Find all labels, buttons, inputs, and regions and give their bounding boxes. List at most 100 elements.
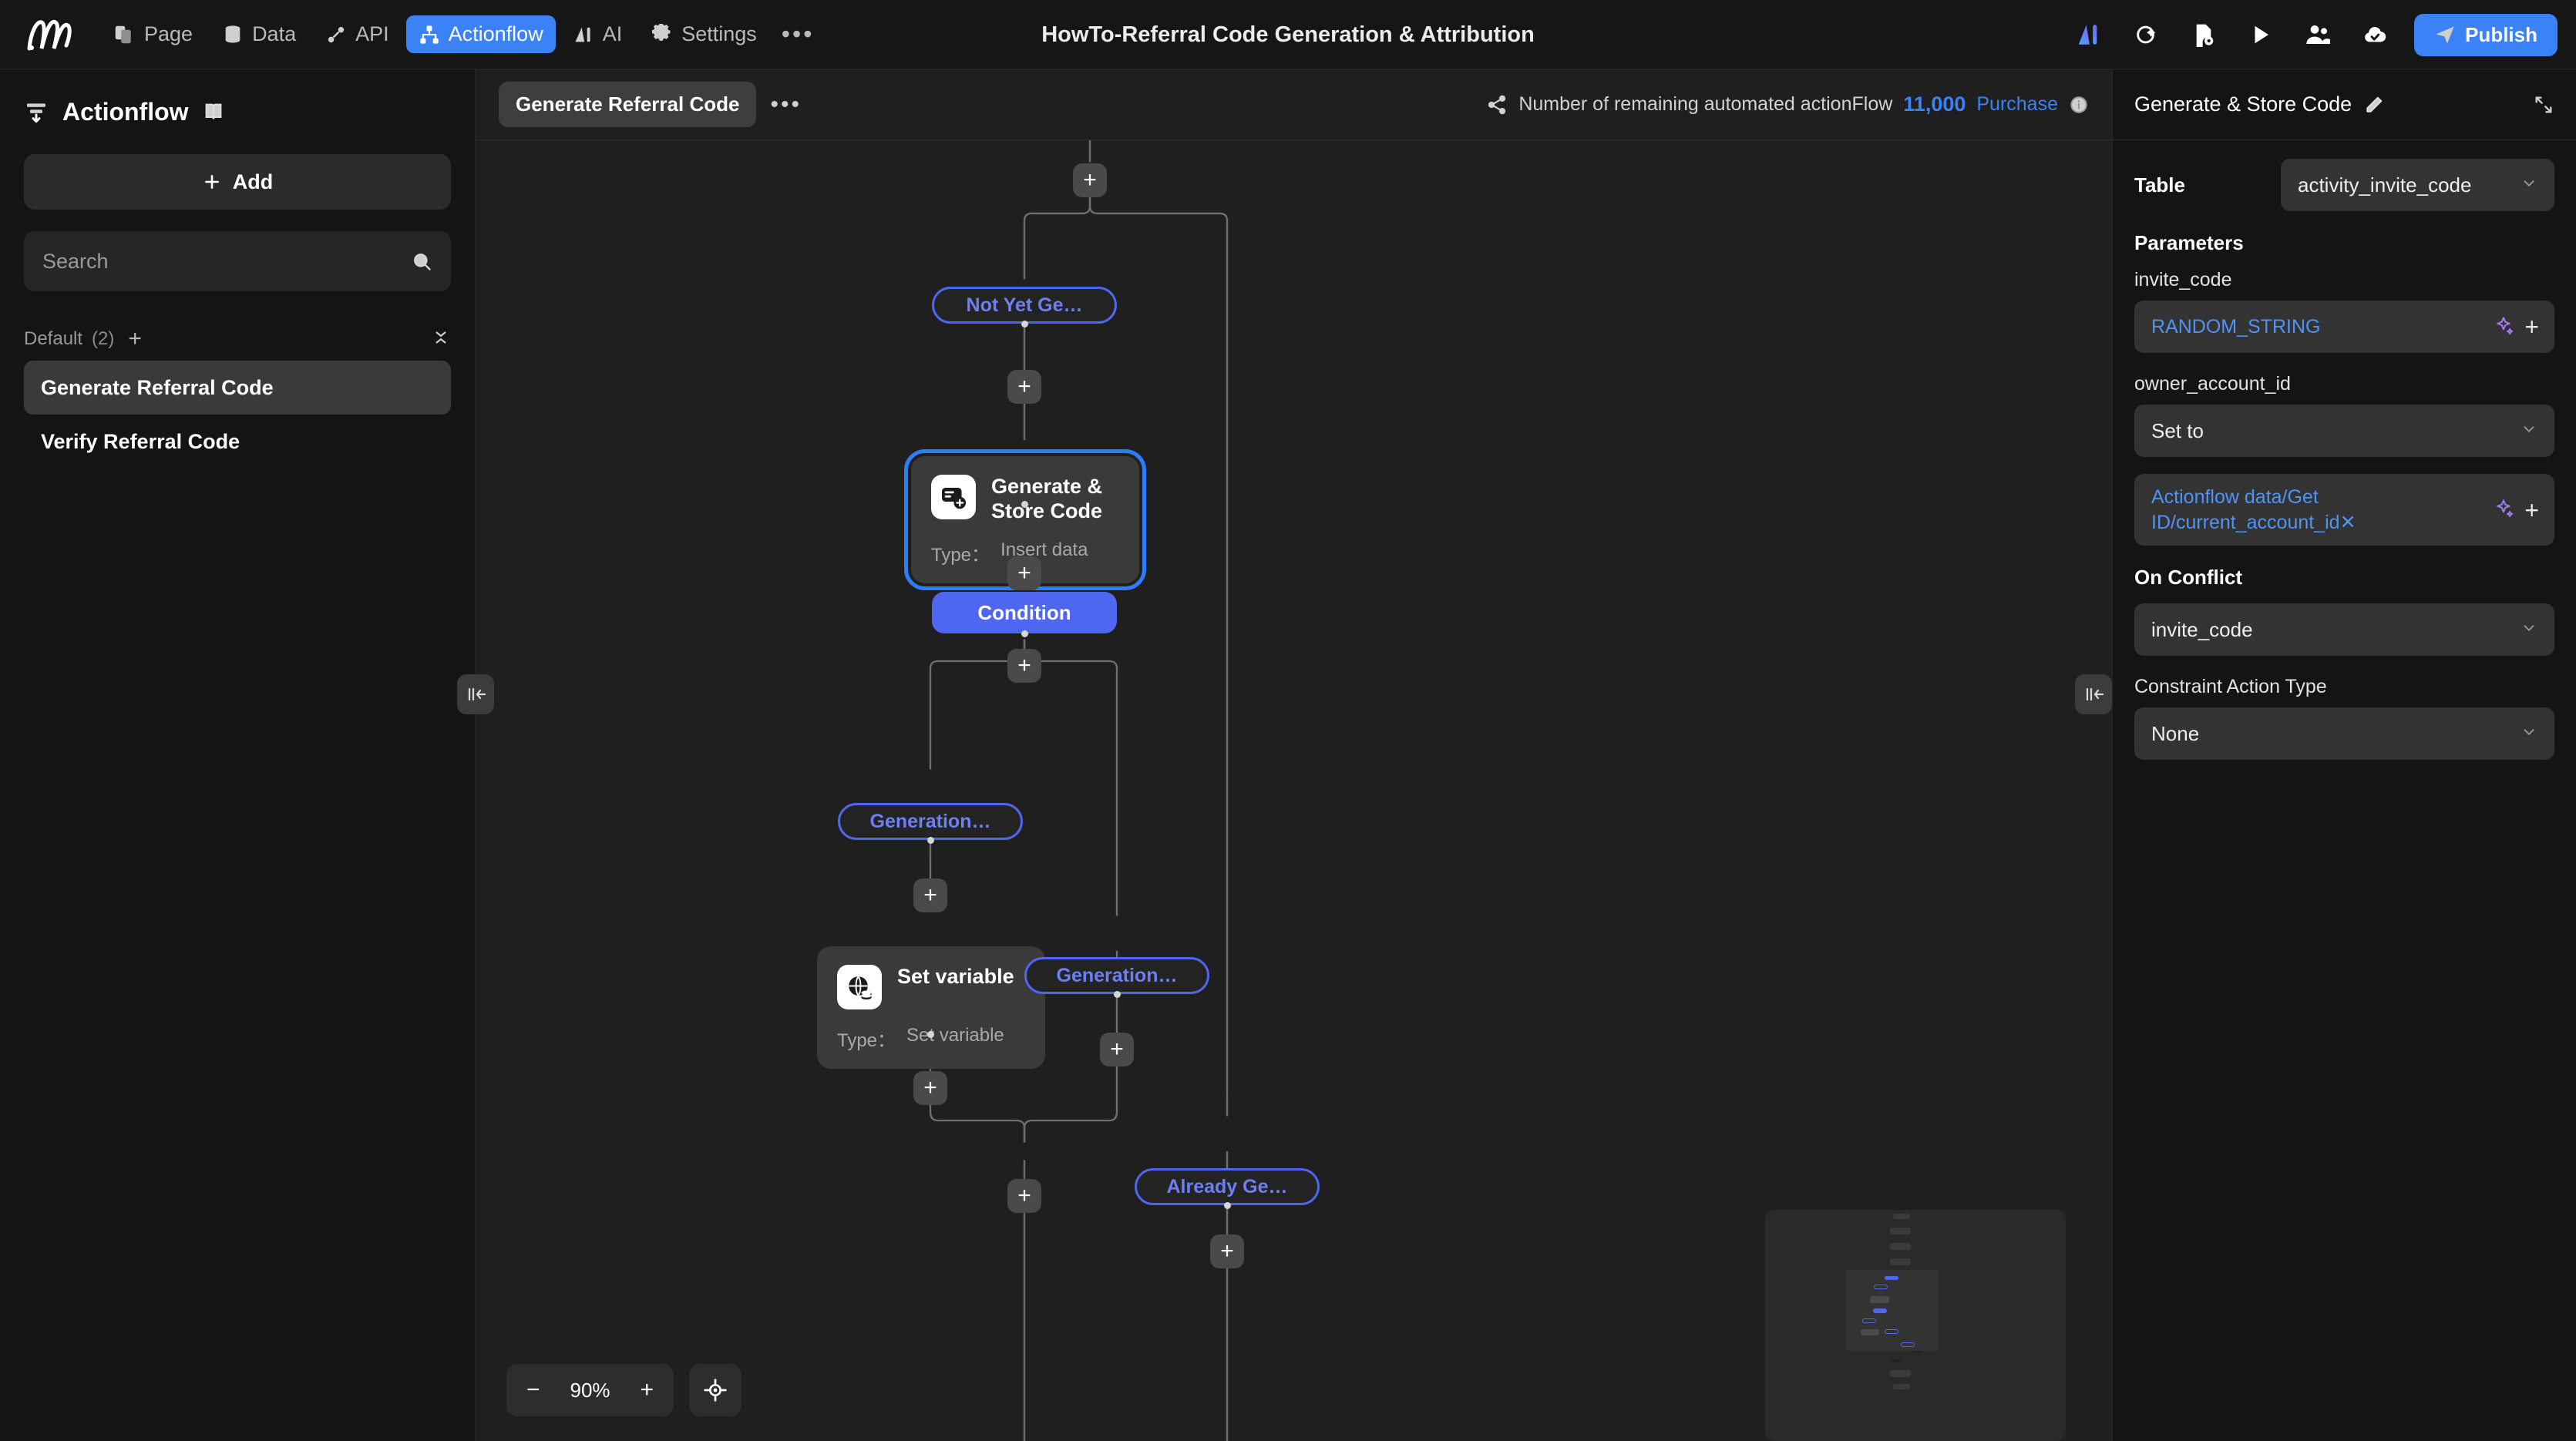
cloud-check-icon[interactable] [2357,17,2393,52]
zoom-in-button[interactable]: + [640,1377,654,1402]
constraint-action-type-label: Constraint Action Type [2134,676,2327,697]
remove-token-icon[interactable]: ✕ [2339,511,2356,533]
quota-banner: Number of remaining automated actionFlow… [1486,92,2089,116]
insert-data-icon [931,475,976,519]
nav-item-api[interactable]: API [313,15,402,53]
info-icon[interactable] [2069,95,2089,115]
play-icon[interactable] [2243,17,2278,52]
invite-code-token: RANDOM_STRING [2151,315,2321,338]
add-node-button[interactable]: + [1007,370,1041,404]
right-panel-collapse-handle[interactable] [2075,674,2112,714]
users-icon[interactable] [2300,17,2336,52]
flow-canvas: Generate Referral Code ••• Number of rem… [476,69,2112,1441]
chevron-collapse-icon[interactable] [431,328,451,351]
flow-node-already-generated[interactable]: Already Ge… [1135,1168,1320,1205]
file-settings-icon[interactable] [2186,17,2221,52]
ai-sparkle-icon[interactable] [2072,17,2107,52]
gear-icon [651,23,673,45]
owner-mode-select[interactable]: Set to [2134,405,2554,457]
on-conflict-heading: On Conflict [2134,566,2243,589]
nav-item-actionflow[interactable]: Actionflow [405,15,556,53]
table-row: Table activity_invite_code [2134,159,2554,211]
on-conflict-select[interactable]: invite_code [2134,603,2554,656]
group-add-icon[interactable]: + [128,326,142,351]
set-variable-icon [837,965,882,1009]
chevron-down-icon [2521,421,2537,442]
owner-mode-value: Set to [2151,418,2204,442]
book-icon[interactable] [203,101,224,123]
nav-label-settings: Settings [681,22,757,45]
add-node-button[interactable]: + [913,878,947,912]
search-input[interactable]: Search [24,231,451,291]
flow-node-condition[interactable]: Condition [932,592,1117,633]
top-navigation-bar: Page Data API Actionflow [0,0,2576,69]
minimap-node [1893,1384,1910,1389]
zoom-out-button[interactable]: − [526,1377,540,1402]
magic-search-icon[interactable] [2129,17,2164,52]
table-label: Table [2134,173,2185,196]
add-actionflow-button[interactable]: Add [24,154,451,210]
minimap-viewport[interactable] [1846,1270,1939,1351]
send-icon [2434,24,2456,45]
flow-node-set-variable[interactable]: Set variable Type： Set variable [817,946,1045,1069]
group-count: (2) [92,328,115,349]
nav-item-ai[interactable]: AI [560,15,635,53]
minimap-node [1890,1228,1911,1234]
sidebar-item-verify-referral-code[interactable]: Verify Referral Code [24,415,451,469]
minimap-node [1890,1243,1911,1250]
canvas-minimap[interactable] [1765,1210,2066,1441]
zoom-level-value: 90% [570,1378,610,1402]
add-node-button[interactable]: + [1007,1179,1041,1213]
nav-label-data: Data [252,22,297,45]
flow-node-label: Already Ge… [1135,1168,1320,1205]
crosshair-icon[interactable] [689,1364,742,1416]
nav-more-button[interactable]: ••• [781,20,815,48]
constraint-action-type-select[interactable]: None [2134,707,2554,760]
add-node-button[interactable]: + [1210,1234,1244,1268]
nav-item-data[interactable]: Data [210,15,308,53]
sparkle-icon[interactable] [2494,498,2514,522]
owner-account-token: Actionflow data/Get ID/current_account_i… [2151,486,2356,533]
purchase-link[interactable]: Purchase [1976,93,2058,115]
add-node-button[interactable]: + [1007,649,1041,683]
moaibox-logo-icon [26,18,74,52]
sparkle-icon[interactable] [2494,315,2514,339]
edge-dot [1224,1202,1231,1209]
flow-node-generation-right[interactable]: Generation… [1024,957,1209,994]
quota-number: 11,000 [1903,92,1966,116]
left-sidebar: Actionflow Add Search Default (2) + [0,69,476,1441]
add-node-button[interactable]: + [1073,163,1107,197]
flow-tab-generate-referral-code[interactable]: Generate Referral Code [499,82,757,127]
field-label-invite-code: invite_code [2134,269,2232,291]
owner-account-value-field[interactable]: Actionflow data/Get ID/current_account_i… [2134,474,2554,546]
nav-item-settings[interactable]: Settings [639,15,769,53]
invite-code-value-field[interactable]: RANDOM_STRING + [2134,301,2554,353]
minimap-node [1890,1258,1911,1265]
share-nodes-icon [1486,94,1508,116]
add-parameter-icon[interactable]: + [2524,495,2539,524]
sidebar-item-generate-referral-code[interactable]: Generate Referral Code [24,361,451,415]
search-icon [411,250,432,272]
flow-node-not-yet-generated[interactable]: Not Yet Ge… [932,287,1117,324]
pencil-icon[interactable] [2364,95,2384,115]
app-logo[interactable] [0,18,100,52]
edge-dot [1021,321,1028,328]
flow-node-generation-left[interactable]: Generation… [838,803,1023,840]
add-node-button[interactable]: + [1100,1033,1134,1066]
add-node-button[interactable]: + [913,1071,947,1105]
add-node-button[interactable]: + [1007,556,1041,590]
minimap-node [1885,1329,1898,1334]
parameters-heading: Parameters [2134,231,2244,254]
nav-item-page[interactable]: Page [100,15,205,53]
sidebar-collapse-handle[interactable] [457,674,494,714]
flow-tab-more-button[interactable]: ••• [770,91,802,117]
actionflow-icon [419,24,440,45]
publish-button[interactable]: Publish [2414,13,2558,56]
flow-node-title: Set variable [897,965,1014,988]
table-select[interactable]: activity_invite_code [2281,159,2554,211]
main-nav: Page Data API Actionflow [100,15,822,53]
add-parameter-icon[interactable]: + [2524,313,2539,341]
publish-label: Publish [2465,22,2537,46]
expand-icon[interactable] [2533,94,2554,116]
sidebar-header: Actionflow [24,69,451,154]
